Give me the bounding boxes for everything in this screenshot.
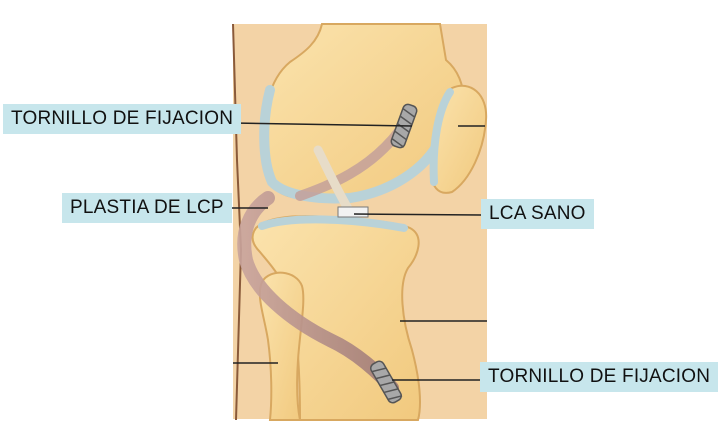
acl-healthy xyxy=(313,145,355,217)
label-screw-bottom: TORNILLO DE FIJACION xyxy=(480,362,719,392)
acl-insertion xyxy=(337,206,369,218)
tissue-left-edge xyxy=(232,23,243,421)
leader-line xyxy=(353,213,482,216)
label-pcl-graft: PLASTIA DE LCP xyxy=(62,193,232,223)
screw-icon xyxy=(370,360,403,404)
femoral-tunnel-graft xyxy=(295,125,405,201)
pcl-graft xyxy=(237,191,399,395)
label-screw-top: TORNILLO DE FIJACION xyxy=(3,104,242,134)
tibial-plateau-cartilage xyxy=(258,215,408,232)
patellar-cartilage xyxy=(429,88,454,186)
leader-line xyxy=(232,122,413,127)
label-acl: LCA SANO xyxy=(481,199,594,229)
